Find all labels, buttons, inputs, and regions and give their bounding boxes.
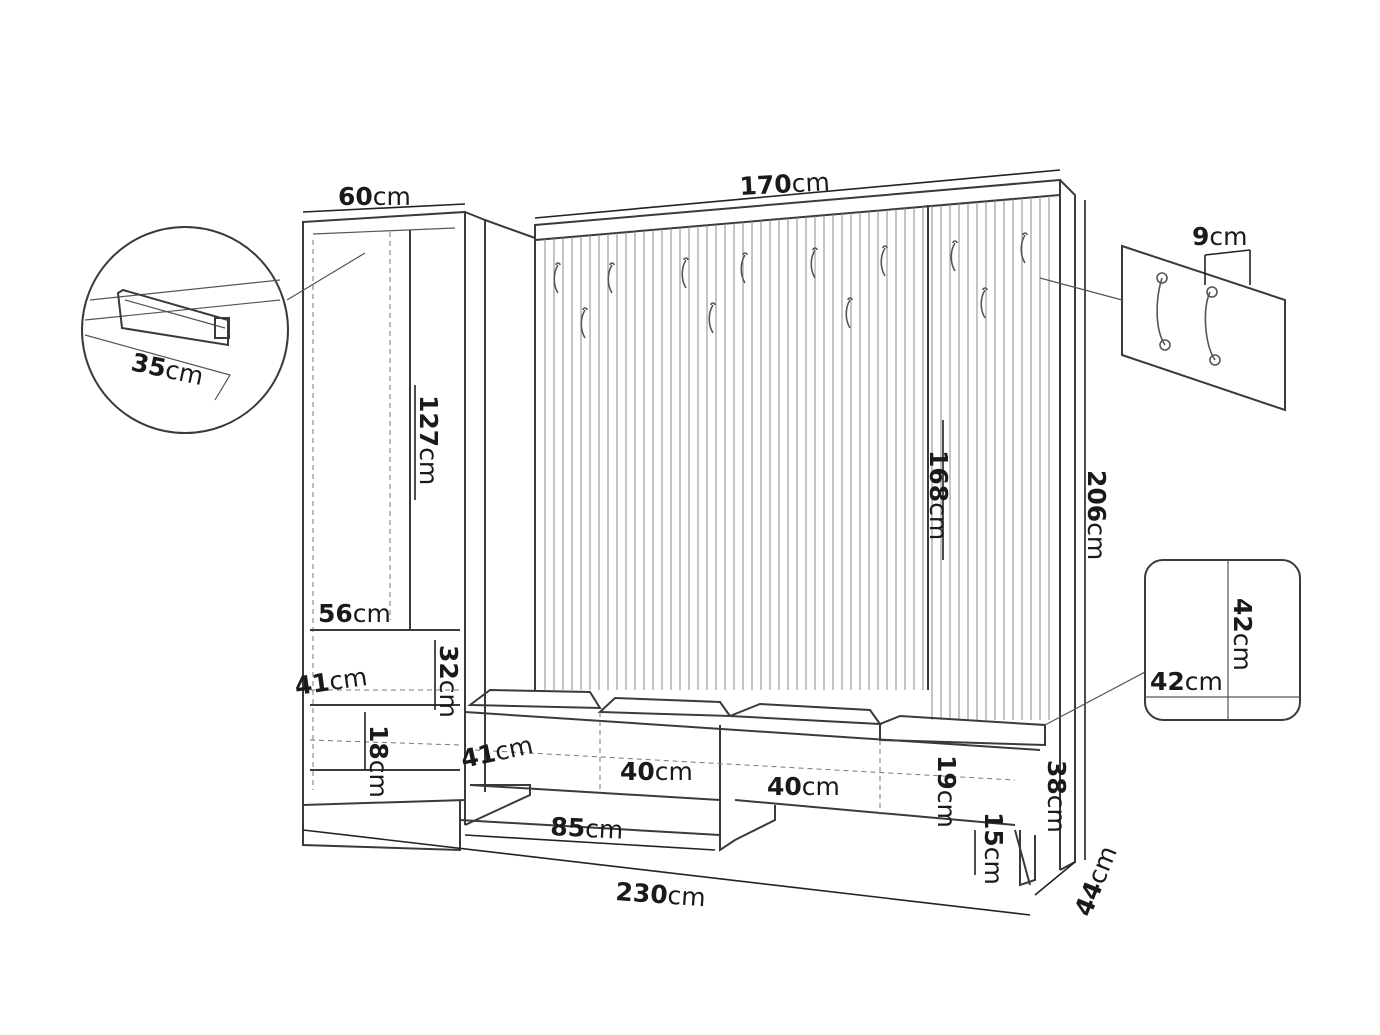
label-total-width: 230cm [615, 877, 707, 912]
coat-hook-icon [810, 247, 818, 279]
label-total-height: 206cm [1082, 470, 1111, 560]
cushion-detail-inset [1044, 559, 1301, 726]
label-panel-width: 170cm [739, 167, 831, 201]
coat-hook-icon [980, 287, 988, 319]
coat-hook-icon [880, 245, 888, 277]
coat-hook-icon [1020, 232, 1028, 264]
label-bench-compartment-1: 40cm [620, 757, 693, 786]
dimension-lines [302, 169, 1086, 916]
label-bench-depth: 41cm [458, 730, 535, 774]
coat-hook-icon [950, 240, 958, 272]
label-bench-compartment-height: 19cm [932, 755, 961, 828]
label-bench-leg-height: 15cm [979, 812, 1008, 885]
dimension-labels: 60cm 170cm 35cm 127cm 168cm 206cm 9cm 56… [129, 167, 1257, 920]
label-rail-depth: 35cm [129, 348, 206, 392]
label-cabinet-width: 60cm [338, 182, 411, 211]
coat-hooks [553, 232, 1028, 339]
coat-hook-icon [607, 262, 615, 294]
label-panel-height: 168cm [924, 450, 953, 540]
coat-hook-icon [708, 302, 716, 334]
label-cabinet-depth: 41cm [293, 662, 369, 701]
coat-hook-icon [553, 262, 561, 294]
bench [459, 688, 1046, 887]
label-lower-shelf-height: 18cm [364, 725, 393, 798]
label-cushion-width: 42cm [1150, 667, 1223, 696]
label-hook-spacing: 9cm [1192, 222, 1248, 251]
label-total-depth: 44cm [1069, 842, 1123, 920]
coat-hook-icon [740, 252, 748, 284]
coat-hook-icon [580, 307, 588, 339]
label-cabinet-upper-height: 127cm [414, 395, 443, 485]
rail-detail-inset [81, 226, 366, 434]
hook-detail-inset [1039, 244, 1286, 412]
label-bench-compartment-2: 40cm [767, 772, 840, 801]
panel-slats [544, 195, 1050, 720]
top-connector [484, 219, 536, 239]
coat-hook-icon [845, 297, 853, 329]
label-cushion-height: 42cm [1228, 598, 1257, 671]
label-bench-height: 38cm [1042, 760, 1071, 833]
label-shelf-width: 56cm [318, 599, 391, 628]
coat-hook-icon [681, 257, 689, 289]
tall-cabinet [302, 210, 486, 852]
back-panel [534, 178, 1076, 871]
label-bench-section-width: 85cm [550, 812, 624, 845]
label-drawer-height: 32cm [434, 645, 463, 718]
